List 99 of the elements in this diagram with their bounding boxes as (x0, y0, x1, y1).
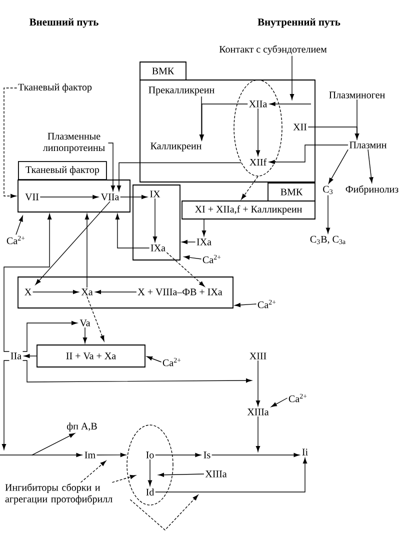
arrow (152, 198, 158, 242)
calcium-label: Ca$^{2+}$ (162, 358, 181, 366)
factor-label: VII (25, 194, 39, 200)
arrow (108, 142, 116, 192)
calcium-label: Ca$^{2+}$ (258, 300, 276, 308)
arrow (0, 452, 82, 458)
arrow (271, 398, 288, 408)
dashed-arrow (241, 176, 258, 200)
arrow (290, 56, 294, 100)
complex-label: X + VIIIa–ФВ + IXa (138, 288, 222, 296)
dashed-arrow (4, 88, 18, 198)
arrow (82, 327, 88, 344)
arrow (368, 149, 374, 183)
dashed-ellipse (234, 80, 282, 176)
fibrin-label: Im (84, 452, 96, 458)
arrow (84, 214, 90, 288)
substance-label: C$_{3}$ (323, 186, 333, 194)
substance-label: Плазминоген (329, 92, 385, 98)
arrow (256, 108, 260, 156)
fibrin-label: Ii (302, 448, 308, 456)
reaction-box: XI + XIIa,f + Калликреин (182, 200, 316, 220)
factor-label: Xa (81, 288, 93, 296)
arrow (2, 360, 10, 450)
factor-label: XIII (250, 352, 266, 360)
reaction-box (132, 184, 180, 260)
factor-label: IXa (196, 238, 212, 246)
arrow (184, 255, 202, 260)
arrow (155, 458, 308, 492)
factor-label: IXa (150, 244, 166, 252)
process-label: Контакт с субэндотелием (219, 45, 327, 55)
factor-label: IIa (10, 352, 22, 360)
reaction-box (18, 276, 234, 308)
dashed-arrow (130, 494, 198, 530)
substance-label: C$_{3}$B, C$_{3a}$ (310, 236, 346, 244)
arrow (115, 214, 150, 248)
arrow (202, 219, 206, 236)
factor-label: XIIa (249, 100, 268, 108)
arrow (96, 452, 126, 458)
arrow (270, 102, 312, 106)
factor-label: IX (150, 190, 160, 198)
arrow (32, 433, 75, 456)
arrow (35, 201, 110, 285)
arrow (95, 290, 137, 294)
substance-label: Прекалликреин (148, 86, 214, 96)
factor-label: XIIf (250, 158, 267, 166)
factor-label: XII (293, 124, 307, 130)
factor-label: VIIa (100, 194, 120, 200)
fibrin-label: Is (204, 452, 210, 458)
arrow (4, 214, 52, 352)
dashed-ellipse (126, 424, 174, 506)
arrow (16, 216, 23, 235)
reaction-box (140, 80, 316, 182)
fibrin-label: Id (146, 488, 154, 496)
inhibitor-note: Ингибиторы сборки и агрегации протофибрилл (5, 484, 112, 504)
arrow (148, 459, 152, 486)
dashed-arrow (166, 252, 205, 287)
arrow (22, 320, 78, 352)
arrow (116, 162, 242, 192)
arrow (328, 149, 348, 184)
dashed-arrow (86, 296, 104, 342)
substance-label: Плазмин (350, 142, 387, 148)
arrow (158, 472, 204, 477)
arrow (22, 360, 252, 383)
arrow (234, 302, 257, 308)
arrow (256, 416, 260, 452)
arrow (269, 144, 348, 164)
arrow (120, 194, 148, 200)
column-heading: Внутренний путь (258, 18, 340, 28)
node-label: Тканевый фактор (26, 166, 100, 176)
arrow (199, 96, 204, 140)
arrow (211, 452, 300, 458)
calcium-label: Ca$^{2+}$ (202, 254, 221, 264)
arrow (155, 452, 201, 458)
column-heading: Внешний путь (30, 18, 98, 28)
substance-label: Плазменные липопротеины (43, 132, 105, 154)
arrow (32, 290, 79, 294)
dashed-arrow (80, 460, 106, 483)
arrow (146, 356, 162, 362)
substance-label: фп A,B (67, 422, 97, 432)
dashed-arrow (112, 474, 136, 483)
label-box: ВМК (268, 182, 316, 202)
substance-label: Тканевый фактор (18, 83, 92, 93)
arrow (354, 99, 360, 140)
arrow (326, 194, 330, 234)
factor-label: X (24, 288, 32, 296)
factor-label: XIIIa (247, 408, 269, 416)
arrow (256, 360, 260, 406)
arrow (182, 240, 196, 244)
factor-label: XIIIa (205, 470, 227, 478)
label-box: ВМК (140, 62, 186, 80)
calcium-label: Ca$^{2+}$ (6, 236, 25, 244)
calcium-label: Ca$^{2+}$ (288, 394, 307, 402)
arrow (24, 354, 37, 358)
fibrin-label: Io (146, 452, 154, 458)
arrow (40, 194, 98, 200)
substance-label: Калликреин (150, 142, 202, 152)
reaction-box: II + Va + Xa (36, 344, 146, 368)
factor-label: Va (80, 320, 90, 326)
process-label: Фибринолиз (346, 185, 398, 195)
